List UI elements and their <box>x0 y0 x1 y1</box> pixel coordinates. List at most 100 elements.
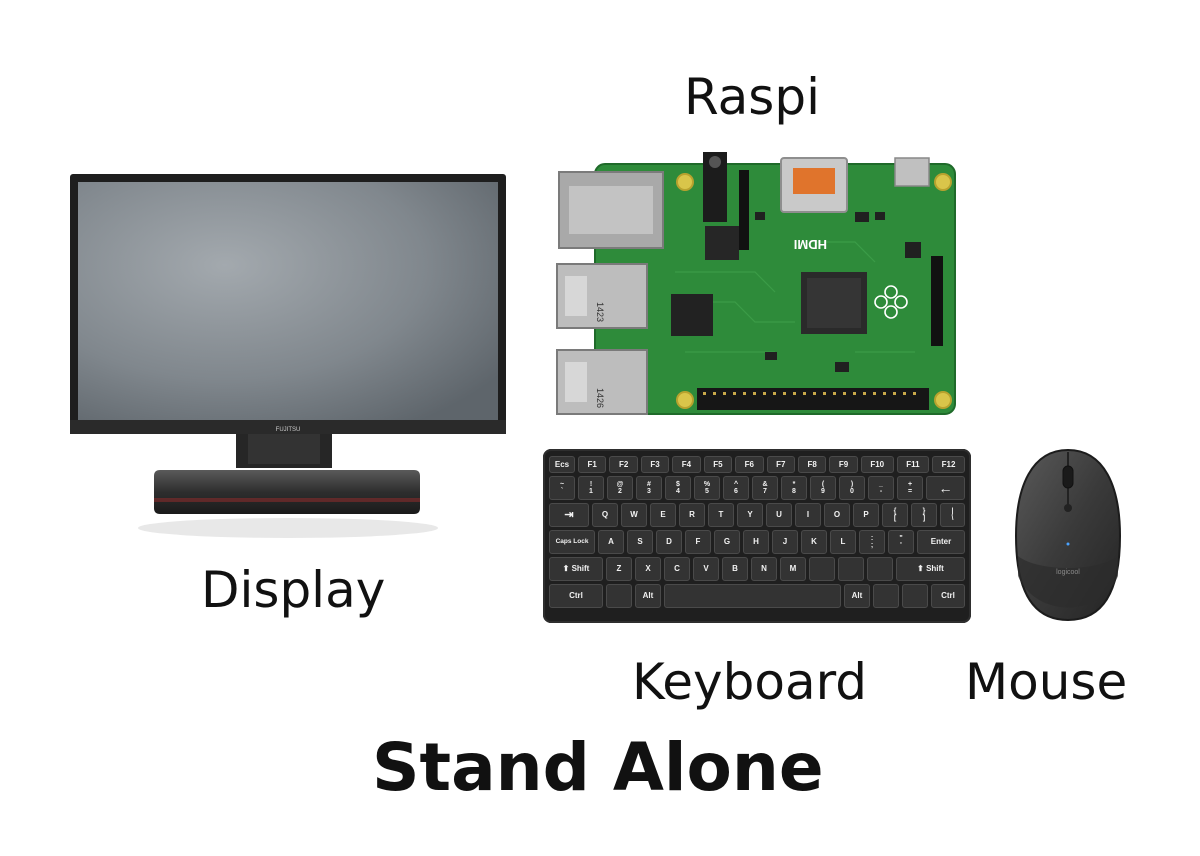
key-f1: F1 <box>578 456 607 473</box>
key-left-bracket: { [ <box>882 503 908 527</box>
keyboard-row-shift: ⬆ Shift Z X C V B N M ⬆ Shift <box>549 557 965 581</box>
key-y: Y <box>737 503 763 527</box>
hdmi-text: HDMI <box>794 237 827 252</box>
key-e: E <box>650 503 676 527</box>
key-left-ctrl: Ctrl <box>549 584 603 608</box>
key-k: K <box>801 530 827 554</box>
monitor-brand: FUJITSU <box>276 427 301 433</box>
key-h: H <box>743 530 769 554</box>
gpio-header <box>697 388 929 410</box>
key-left-shift: ⬆ Shift <box>549 557 603 581</box>
keyboard-row-qwerty: ⇥ Q W E R T Y U I O P { [ } ] | \ <box>549 503 965 527</box>
mouse-scroll-wheel <box>1062 465 1074 489</box>
usb-port-1-text: 1423 <box>595 302 605 322</box>
key-9: ( 9 <box>810 476 836 500</box>
mounting-holes <box>676 173 952 409</box>
key-space <box>664 584 841 608</box>
key-quote: " ' <box>888 530 914 554</box>
raspberry-logo-icon <box>874 285 908 319</box>
key-caps-lock: Caps Lock <box>549 530 595 554</box>
key-backspace: ← <box>926 476 965 500</box>
key-i: I <box>795 503 821 527</box>
key-m: M <box>780 557 806 581</box>
key-p: P <box>853 503 879 527</box>
key-f5: F5 <box>703 456 733 473</box>
key-backtick: ~ ` <box>549 476 575 500</box>
key-right-shift: ⬆ Shift <box>896 557 965 581</box>
key-2: @ 2 <box>607 476 633 500</box>
key-6: ^ 6 <box>723 476 749 500</box>
mouse-brand: logicool <box>1056 569 1080 576</box>
key-f9: F9 <box>829 456 858 473</box>
key-f10: F10 <box>860 456 894 473</box>
key-right-bracket: } ] <box>911 503 937 527</box>
key-l: L <box>830 530 856 554</box>
key-blank-1 <box>809 557 835 581</box>
monitor-base <box>154 470 420 514</box>
key-f7: F7 <box>766 456 795 473</box>
key-x: X <box>635 557 661 581</box>
raspi-label: Raspi <box>684 68 820 126</box>
key-blank-3 <box>867 557 893 581</box>
key-q: Q <box>592 503 618 527</box>
key-j: J <box>772 530 798 554</box>
mouse-illustration: logicool <box>1014 448 1122 622</box>
key-r: R <box>679 503 705 527</box>
key-f12: F12 <box>932 456 965 473</box>
key-v: V <box>693 557 719 581</box>
raspi-board-illustration: 1423 1426 HDMI <box>556 152 956 415</box>
keyboard-label: Keyboard <box>632 653 868 711</box>
key-a: A <box>598 530 624 554</box>
key-t: T <box>708 503 734 527</box>
key-d: D <box>656 530 682 554</box>
key-1: ! 1 <box>578 476 604 500</box>
key-f4: F4 <box>672 456 701 473</box>
key-backslash: | \ <box>940 503 965 527</box>
key-right-alt: Alt <box>844 584 870 608</box>
key-w: W <box>621 503 647 527</box>
key-c: C <box>664 557 690 581</box>
key-esc: Ecs <box>549 456 575 473</box>
key-f2: F2 <box>609 456 638 473</box>
key-semicolon: : ; <box>859 530 885 554</box>
key-0: ) 0 <box>839 476 865 500</box>
keyboard-row-bottom: Ctrl Alt Alt Ctrl <box>549 584 965 608</box>
keyboard-row-function: Ecs F1 F2 F3 F4 F5 F6 F7 F8 F9 F10 F11 F… <box>549 456 965 473</box>
key-o: O <box>824 503 850 527</box>
key-left-alt: Alt <box>635 584 661 608</box>
key-f11: F11 <box>896 456 930 473</box>
diagram-title: Stand Alone <box>372 729 824 806</box>
key-right-ctrl: Ctrl <box>931 584 965 608</box>
key-blank-6 <box>902 584 928 608</box>
key-s: S <box>627 530 653 554</box>
key-minus: _ - <box>868 476 894 500</box>
ethernet-chip <box>671 294 713 336</box>
display-label: Display <box>201 561 386 619</box>
key-blank-2 <box>838 557 864 581</box>
micro-usb-port <box>894 157 930 187</box>
key-z: Z <box>606 557 632 581</box>
key-f3: F3 <box>640 456 670 473</box>
key-n: N <box>751 557 777 581</box>
keyboard-row-home: Caps Lock A S D F G H J K L : ; " ' Ente… <box>549 530 965 554</box>
keyboard-row-numbers: ~ ` ! 1 @ 2 # 3 $ 4 % 5 ^ 6 & 7 * 8 ( 9 … <box>549 476 965 500</box>
key-5: % 5 <box>694 476 720 500</box>
key-u: U <box>766 503 792 527</box>
monitor-illustration: FUJITSU <box>70 174 506 538</box>
monitor-screen <box>78 182 498 420</box>
key-4: $ 4 <box>665 476 691 500</box>
key-tab: ⇥ <box>549 503 589 527</box>
key-f8: F8 <box>797 456 827 473</box>
key-f6: F6 <box>735 456 764 473</box>
usb-port-2-text: 1426 <box>595 388 605 408</box>
key-b: B <box>722 557 748 581</box>
key-7: & 7 <box>752 476 778 500</box>
mouse-label: Mouse <box>965 653 1128 711</box>
key-equals: + = <box>897 476 923 500</box>
key-g: G <box>714 530 740 554</box>
key-f: F <box>685 530 711 554</box>
key-enter: Enter <box>917 530 965 554</box>
key-3: # 3 <box>636 476 662 500</box>
key-8: * 8 <box>781 476 807 500</box>
key-blank-4 <box>606 584 632 608</box>
